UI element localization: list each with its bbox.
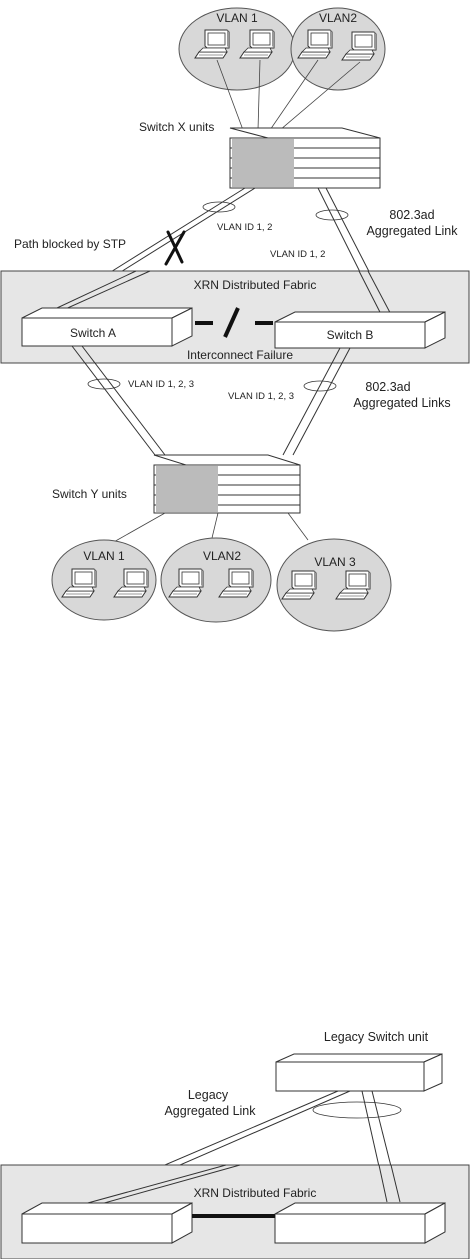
- switch-a: Switch A: [21, 307, 193, 347]
- switch-b: Switch B: [274, 311, 446, 349]
- switch-y-stack: [153, 454, 301, 514]
- link-bundle-marker: [315, 209, 349, 221]
- vlan-2-top-label: VLAN2: [319, 11, 357, 25]
- vlan-1-top-group: VLAN 1: [178, 7, 296, 91]
- fabric-switch-right: [274, 1202, 446, 1244]
- blocked-x-icon: [164, 230, 186, 266]
- lower-vlan-left-label: VLAN ID 1, 2, 3: [128, 379, 194, 390]
- lower-vlan-right-label: VLAN ID 1, 2, 3: [228, 391, 294, 402]
- interconnect-failure-label: Interconnect Failure: [187, 348, 293, 362]
- switch-x-stack: [229, 127, 381, 189]
- switch-y-label: Switch Y units: [52, 487, 127, 501]
- switch-a-to-switch-y-link: [71, 345, 166, 456]
- xrn-fabric-bottom-label: XRN Distributed Fabric: [194, 1186, 317, 1200]
- vlan-2-bottom-label: VLAN2: [203, 549, 241, 563]
- legacy-switch: [275, 1053, 443, 1092]
- pc-to-switch-x-links: [216, 59, 361, 131]
- vlan-1-bottom-label: VLAN 1: [83, 549, 125, 563]
- legacy-switch-label: Legacy Switch unit: [324, 1030, 429, 1044]
- link-bundle-marker: [303, 380, 337, 392]
- switch-b-label: Switch B: [327, 328, 374, 342]
- aggregated-links-label-2: Aggregated Links: [353, 396, 450, 410]
- vlan-2-bottom-group: VLAN2: [160, 537, 272, 623]
- link-bundle-marker: [202, 201, 236, 213]
- switch-y-ports: [156, 466, 218, 512]
- vlan-2-top-group: VLAN2: [290, 7, 386, 91]
- aggregated-link-label-2: Aggregated Link: [366, 224, 458, 238]
- link-vlan-right-label: VLAN ID 1, 2: [270, 249, 325, 260]
- link-bundle-marker: [87, 378, 121, 390]
- vlan-3-bottom-group: VLAN 3: [276, 538, 392, 632]
- fabric-switch-left: [21, 1202, 193, 1244]
- vlan-1-bottom-group: VLAN 1: [51, 539, 157, 621]
- vlan-1-top-label: VLAN 1: [216, 11, 258, 25]
- vlan-3-bottom-label: VLAN 3: [314, 555, 356, 569]
- xrn-fabric-top-label: XRN Distributed Fabric: [194, 278, 317, 292]
- switch-a-label: Switch A: [70, 326, 116, 340]
- legacy-link-label-2: Aggregated Link: [164, 1104, 256, 1118]
- path-blocked-label: Path blocked by STP: [14, 237, 126, 251]
- switch-x-ports: [232, 139, 294, 187]
- legacy-bundle-marker: [312, 1101, 402, 1119]
- aggregated-link-label-1: 802.3ad: [389, 208, 434, 222]
- switch-x-label: Switch X units: [139, 120, 214, 134]
- switch-y-to-vlan-links: [111, 512, 309, 544]
- switch-b-to-switch-y-link: [282, 347, 351, 456]
- aggregated-links-label-1: 802.3ad: [365, 380, 410, 394]
- legacy-link-label-1: Legacy: [188, 1088, 229, 1102]
- broken-interconnect: [195, 307, 273, 338]
- link-vlan-left-label: VLAN ID 1, 2: [217, 222, 272, 233]
